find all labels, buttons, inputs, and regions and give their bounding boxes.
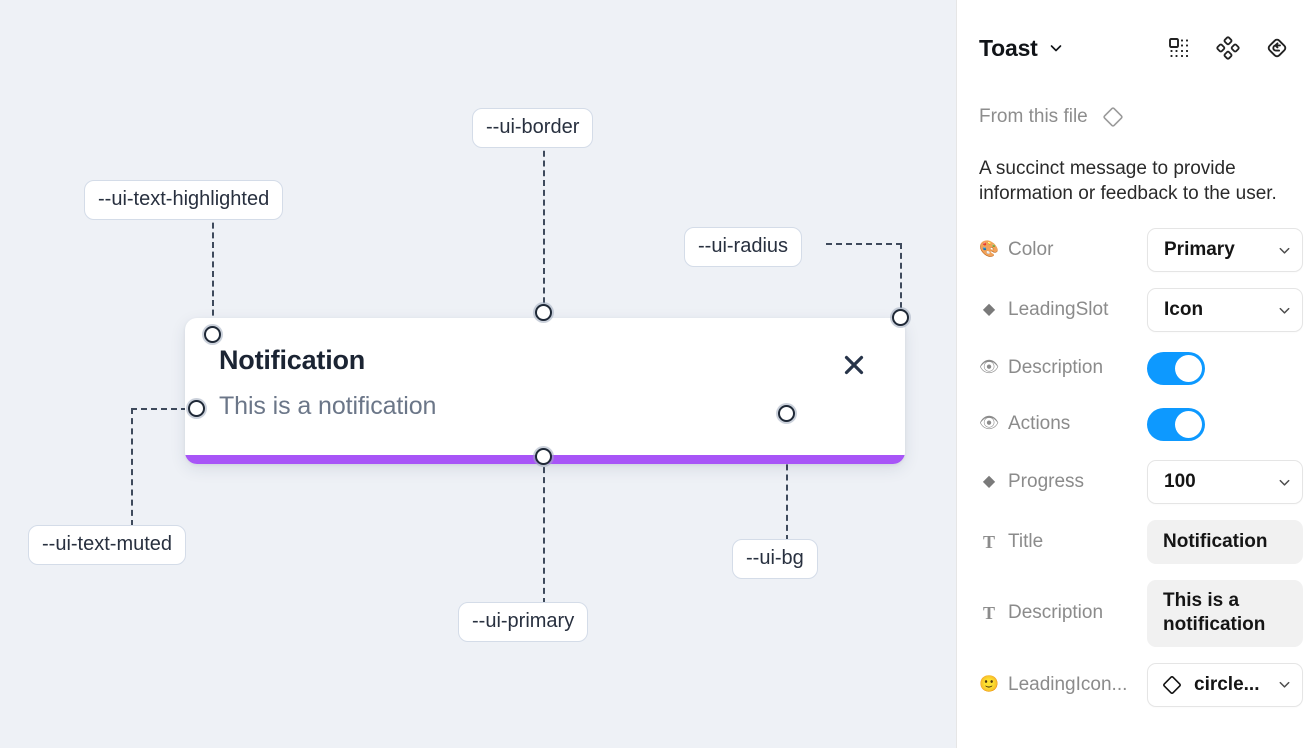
component-description: A succinct message to provide informatio… xyxy=(979,158,1277,205)
eye-icon: 👁 xyxy=(979,415,1000,433)
text-type-icon: T xyxy=(982,532,995,553)
property-control-color: Primary xyxy=(1147,228,1303,273)
anchor-dot-ui-text-muted[interactable] xyxy=(188,400,205,417)
chevron-down-icon xyxy=(1277,677,1292,692)
token-pill-ui-radius[interactable]: --ui-radius xyxy=(684,227,803,267)
smiley-icon: 🙂 xyxy=(979,675,999,693)
toggle-knob xyxy=(1175,410,1202,438)
connector-ui-radius-h xyxy=(826,243,902,245)
actions-toggle[interactable] xyxy=(1147,407,1205,441)
leadingslot-select-value: Icon xyxy=(1164,299,1204,321)
anchor-dot-ui-bg[interactable] xyxy=(778,405,795,422)
connector-ui-border xyxy=(543,141,545,313)
property-label-text: Title xyxy=(1008,531,1044,553)
leadingicon-select[interactable]: circle... xyxy=(1147,662,1303,707)
property-row-leadingslot: ◆ LeadingSlot Icon xyxy=(979,288,1303,333)
property-label-text: Actions xyxy=(1008,413,1071,435)
connector-ui-radius-v xyxy=(900,243,902,318)
anchor-dot-ui-border[interactable] xyxy=(535,304,552,321)
leadingslot-select[interactable]: Icon xyxy=(1147,288,1303,333)
token-pill-ui-text-highlighted[interactable]: --ui-text-highlighted xyxy=(84,180,284,220)
toast-description: This is a notification xyxy=(219,392,437,420)
property-control-description xyxy=(1147,351,1292,385)
from-this-file-label: From this file xyxy=(979,106,1088,127)
property-label-text: LeadingIcon... xyxy=(1008,673,1128,695)
property-control-actions xyxy=(1147,407,1292,441)
page-title: Toast xyxy=(979,34,1038,61)
property-label-text: Description xyxy=(1008,357,1104,379)
property-label-leadingicon: 🙂 LeadingIcon... xyxy=(979,674,1147,696)
property-label-text: Color xyxy=(1008,239,1054,261)
description-input[interactable]: This is a notification xyxy=(1147,580,1303,647)
anchor-dot-ui-radius[interactable] xyxy=(892,309,909,326)
property-list: 🎨 Color Primary ◆ LeadingSlot xyxy=(957,216,1312,707)
property-label-description-text: T Description xyxy=(979,602,1147,624)
token-pill-ui-text-muted[interactable]: --ui-text-muted xyxy=(28,525,187,565)
connector-ui-primary xyxy=(543,457,545,604)
diamond-icon xyxy=(1100,104,1126,130)
property-control-title: Notification xyxy=(1147,520,1303,565)
close-icon[interactable] xyxy=(841,352,867,378)
panel-header: Toast xyxy=(957,0,1312,96)
property-control-leadingslot: Icon xyxy=(1147,288,1303,333)
description-toggle[interactable] xyxy=(1147,351,1205,385)
property-label-color: 🎨 Color xyxy=(979,239,1147,261)
property-control-description-text: This is a notification xyxy=(1147,580,1303,647)
properties-panel: Toast xyxy=(956,0,1312,748)
property-row-description-text: T Description This is a notification xyxy=(979,580,1303,647)
reset-instance-icon[interactable] xyxy=(1264,35,1290,61)
toggle-knob xyxy=(1175,354,1202,382)
progress-select-value: 100 xyxy=(1164,471,1196,493)
anchor-dot-ui-text-highlighted[interactable] xyxy=(204,326,221,343)
progress-select[interactable]: 100 xyxy=(1147,460,1303,505)
text-type-icon: T xyxy=(982,603,995,624)
property-control-progress: 100 xyxy=(1147,460,1303,505)
eye-icon: 👁 xyxy=(979,359,1000,377)
property-row-actions-visibility: 👁 Actions xyxy=(979,404,1292,444)
property-label-text: Description xyxy=(1008,602,1104,624)
connector-ui-text-muted-v xyxy=(131,408,133,526)
property-label-title: T Title xyxy=(979,531,1147,553)
property-row-description-visibility: 👁 Description xyxy=(979,348,1292,388)
panel-header-icons xyxy=(1166,35,1290,61)
property-label-text: Progress xyxy=(1008,471,1085,493)
property-row-color: 🎨 Color Primary xyxy=(979,228,1303,273)
diamond-icon xyxy=(1160,673,1184,697)
token-pill-ui-border[interactable]: --ui-border xyxy=(472,108,594,148)
color-select[interactable]: Primary xyxy=(1147,228,1303,273)
chevron-down-icon xyxy=(1277,475,1292,490)
property-label-text: LeadingSlot xyxy=(1008,299,1109,321)
property-row-leadingicon: 🙂 LeadingIcon... circle... xyxy=(979,662,1303,707)
property-label-leadingslot: ◆ LeadingSlot xyxy=(979,299,1147,321)
from-this-file-row[interactable]: From this file xyxy=(957,96,1312,138)
diamond-icon: ◆ xyxy=(982,473,996,491)
property-label-description: 👁 Description xyxy=(979,357,1147,379)
chevron-down-icon xyxy=(1277,303,1292,318)
connector-ui-text-highlighted xyxy=(212,213,214,335)
component-set-icon[interactable] xyxy=(1166,35,1192,61)
token-pill-ui-bg[interactable]: --ui-bg xyxy=(732,539,818,579)
title-input[interactable]: Notification xyxy=(1147,520,1303,565)
chevron-down-icon xyxy=(1277,243,1292,258)
toast-title: Notification xyxy=(219,345,366,375)
property-control-leadingicon: circle... xyxy=(1147,662,1303,707)
property-label-progress: ◆ Progress xyxy=(979,471,1147,493)
property-row-progress: ◆ Progress 100 xyxy=(979,460,1303,505)
leadingicon-select-value: circle... xyxy=(1194,673,1260,695)
color-select-value: Primary xyxy=(1164,239,1235,261)
token-pill-ui-primary[interactable]: --ui-primary xyxy=(458,602,589,642)
design-canvas[interactable]: Notification This is a notification --ui… xyxy=(0,0,956,748)
toast-component-preview[interactable]: Notification This is a notification xyxy=(185,318,905,464)
property-label-actions: 👁 Actions xyxy=(979,413,1147,435)
diamond-icon: ◆ xyxy=(982,301,996,319)
chevron-down-icon[interactable] xyxy=(1048,40,1064,56)
property-row-title: T Title Notification xyxy=(979,520,1303,565)
variants-icon[interactable] xyxy=(1215,35,1241,61)
palette-icon: 🎨 xyxy=(979,241,999,259)
anchor-dot-ui-primary[interactable] xyxy=(535,448,552,465)
